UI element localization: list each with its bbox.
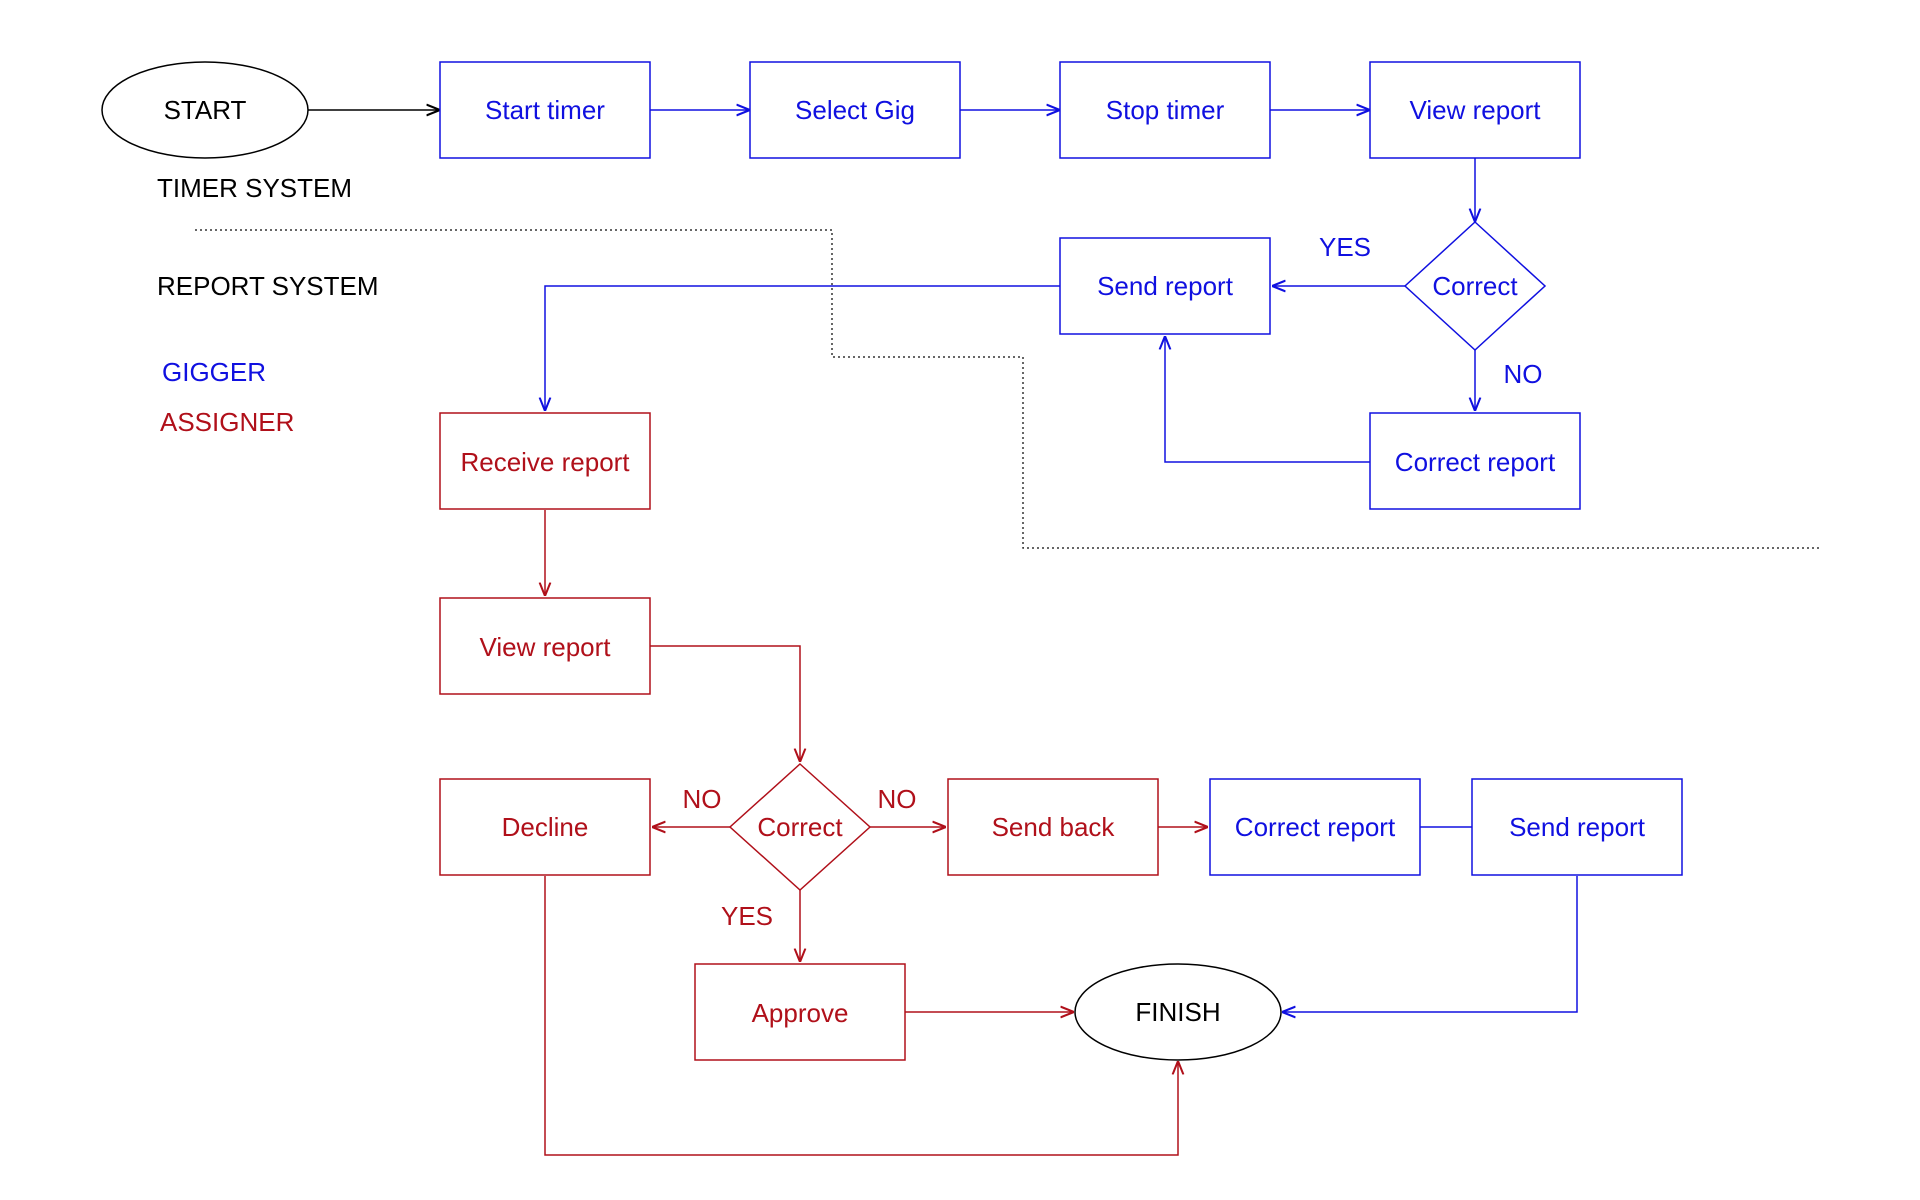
decline-node: Decline <box>439 778 651 876</box>
gigger-correct-report-label: Correct report <box>1395 447 1556 477</box>
legend-assigner: ASSIGNER <box>160 407 294 437</box>
assigner-yes-label: YES <box>721 901 773 931</box>
gigger-correct-report-2-node: Correct report <box>1209 778 1421 876</box>
assigner-no-right-label: NO <box>878 784 917 814</box>
gigger-correct-report-2-label: Correct report <box>1235 812 1396 842</box>
finish-terminal: FINISH <box>1074 963 1282 1061</box>
section-divider <box>195 229 1822 549</box>
send-back-node: Send back <box>947 778 1159 876</box>
report-system-label: REPORT SYSTEM <box>157 271 379 301</box>
edge-decline-to-finish <box>544 876 1178 1156</box>
gigger-send-report-2-label: Send report <box>1509 812 1646 842</box>
gigger-correct-report-node: Correct report <box>1369 412 1581 510</box>
start-label: START <box>164 95 247 125</box>
gigger-send-report-2-node: Send report <box>1471 778 1683 876</box>
edge-send-report-to-receive-report <box>545 285 1060 411</box>
assigner-no-left-label: NO <box>683 784 722 814</box>
start-terminal: START <box>101 61 309 159</box>
assigner-view-report-node: View report <box>439 597 651 695</box>
gigger-correct-decision: Correct <box>1403 220 1547 352</box>
gigger-send-report-label: Send report <box>1097 271 1234 301</box>
assigner-correct-label: Correct <box>757 812 843 842</box>
gigger-send-report-node: Send report <box>1059 237 1271 335</box>
approve-node: Approve <box>694 963 906 1061</box>
finish-label: FINISH <box>1135 997 1220 1027</box>
receive-report-node: Receive report <box>439 412 651 510</box>
gigger-view-report-label: View report <box>1409 95 1541 125</box>
edge-send-report-to-finish <box>1282 876 1578 1012</box>
stop-timer-node: Stop timer <box>1059 61 1271 159</box>
start-timer-node: Start timer <box>439 61 651 159</box>
legend-gigger: GIGGER <box>162 357 266 387</box>
select-gig-label: Select Gig <box>795 95 915 125</box>
assigner-correct-decision: Correct <box>728 762 872 892</box>
gigger-yes-label: YES <box>1319 232 1371 262</box>
gigger-view-report-node: View report <box>1369 61 1581 159</box>
select-gig-node: Select Gig <box>749 61 961 159</box>
timer-system-label: TIMER SYSTEM <box>157 173 352 203</box>
assigner-view-report-label: View report <box>479 632 611 662</box>
decline-label: Decline <box>502 812 589 842</box>
stop-timer-label: Stop timer <box>1106 95 1225 125</box>
gigger-no-label: NO <box>1504 359 1543 389</box>
receive-report-label: Receive report <box>460 447 630 477</box>
edge-view-report-to-correct-decision <box>650 645 800 762</box>
approve-label: Approve <box>752 998 849 1028</box>
edge-correct-report-to-send-report <box>1165 336 1370 463</box>
start-timer-label: Start timer <box>485 95 605 125</box>
send-back-label: Send back <box>992 812 1116 842</box>
gigger-correct-label: Correct <box>1432 271 1518 301</box>
